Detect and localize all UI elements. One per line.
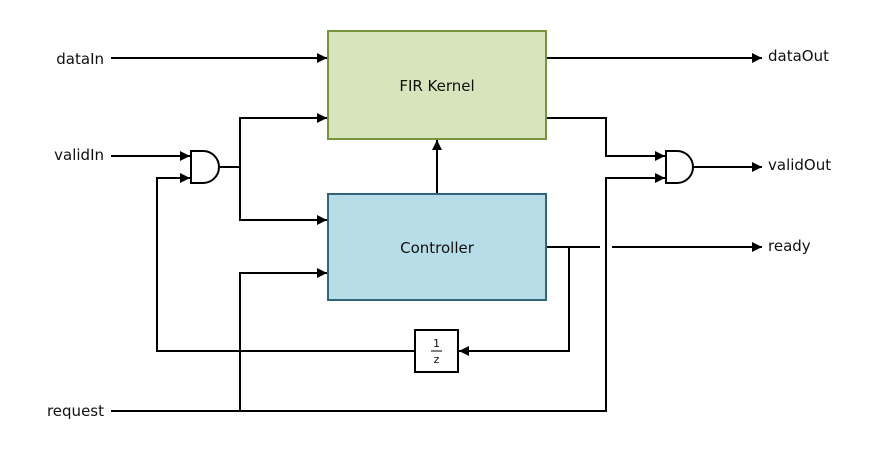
wire-feedback-to-and [156,173,414,352]
and-gate-output [665,150,694,184]
wire-request [111,173,665,412]
input-label-request: request [47,402,104,420]
delay-denominator: z [434,353,440,366]
input-label-dataIn: dataIn [56,50,104,68]
fir-kernel-block[interactable] [327,30,547,140]
wire-ready-to-delay [459,247,570,356]
unit-delay-block[interactable]: 1 z [414,329,459,373]
output-label-ready: ready [768,237,811,255]
wire-and-to-ctrl [239,167,327,225]
output-label-validOut: validOut [768,156,831,174]
fir-kernel-label: FIR Kernel [399,77,474,95]
wire-fir-valid [547,117,665,161]
output-label-dataOut: dataOut [768,47,829,65]
controller-label: Controller [400,239,475,257]
wire-request-to-ctrl [239,268,327,411]
wire-and-to-fir [239,113,327,167]
delay-numerator: 1 [433,337,440,350]
controller-block[interactable] [327,193,547,301]
input-label-validIn: validIn [54,146,104,164]
and-gate-input [190,150,220,184]
